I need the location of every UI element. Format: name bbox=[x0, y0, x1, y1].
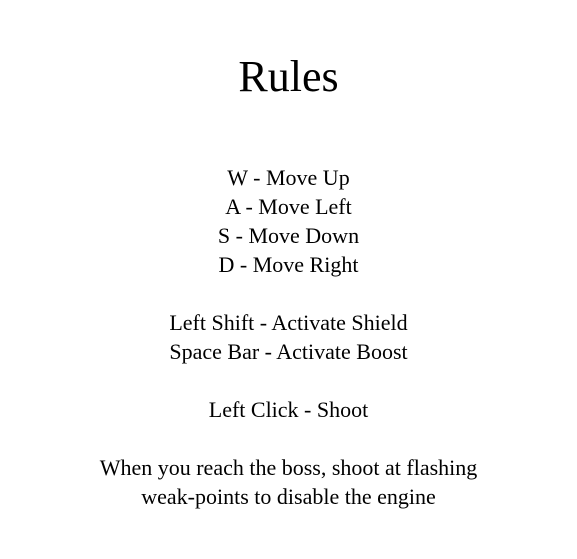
rule-spacer bbox=[0, 279, 577, 308]
rules-list: W - Move Up A - Move Left S - Move Down … bbox=[0, 163, 577, 511]
rule-move-up: W - Move Up bbox=[227, 165, 350, 190]
rule-spacer bbox=[0, 366, 577, 395]
rule-spacer bbox=[0, 424, 577, 453]
boss-tip-line-1: When you reach the boss, shoot at flashi… bbox=[99, 455, 478, 480]
rule-boost: Space Bar - Activate Boost bbox=[169, 339, 408, 364]
rule-shoot: Left Click - Shoot bbox=[208, 397, 369, 422]
rule-shield: Left Shift - Activate Shield bbox=[169, 310, 408, 335]
page-title: Rules bbox=[238, 52, 339, 101]
rule-move-left: A - Move Left bbox=[225, 194, 352, 219]
rule-move-down: S - Move Down bbox=[217, 223, 360, 248]
rule-move-right: D - Move Right bbox=[218, 252, 359, 277]
boss-tip-line-2: weak-points to disable the engine bbox=[141, 484, 436, 509]
